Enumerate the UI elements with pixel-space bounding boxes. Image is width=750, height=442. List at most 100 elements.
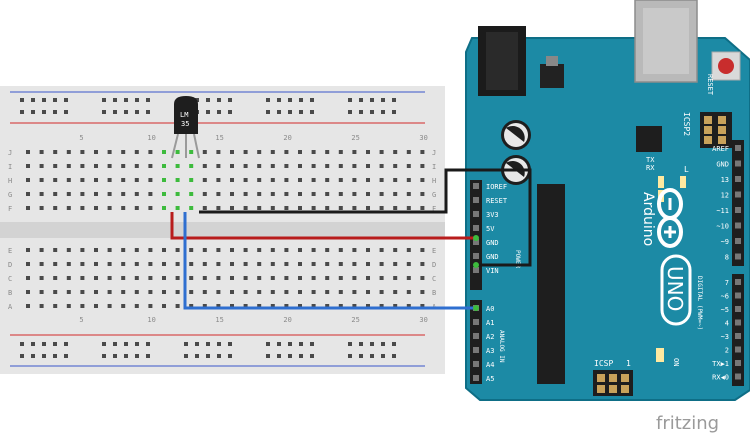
digital-pin-socket[interactable] bbox=[735, 222, 741, 229]
power-label: POWER bbox=[514, 250, 521, 268]
digital-pin-label: ~6 bbox=[721, 293, 729, 301]
terminal-hole bbox=[230, 164, 234, 168]
power-pin-socket[interactable] bbox=[473, 239, 479, 245]
rail-hole bbox=[370, 98, 374, 102]
terminal-hole bbox=[243, 150, 248, 154]
column-number: 10 bbox=[147, 316, 155, 324]
ground-wire[interactable] bbox=[199, 168, 532, 267]
digital-pin-socket[interactable] bbox=[735, 306, 741, 312]
power-pin-label: IOREF bbox=[486, 183, 507, 191]
digital-pin-socket[interactable] bbox=[735, 319, 741, 326]
analog-header bbox=[470, 300, 482, 384]
terminal-hole bbox=[325, 248, 330, 252]
analog-pin-label: A5 bbox=[486, 375, 494, 383]
digital-pin-socket[interactable] bbox=[735, 176, 741, 182]
digital-pin-socket[interactable] bbox=[735, 360, 741, 366]
rail-hole bbox=[184, 342, 188, 346]
terminal-hole bbox=[80, 164, 85, 168]
power-pin-socket[interactable] bbox=[473, 183, 479, 189]
terminal-hole bbox=[406, 192, 411, 196]
terminal-hole bbox=[148, 206, 153, 210]
terminal-hole bbox=[420, 248, 425, 252]
rail-hole bbox=[135, 342, 139, 346]
row-letter: I bbox=[8, 163, 12, 171]
row-letter: H bbox=[432, 177, 436, 185]
terminal-hole bbox=[148, 150, 153, 154]
rail-hole bbox=[20, 354, 24, 358]
terminal-hole bbox=[94, 248, 98, 252]
digital-pin-socket[interactable] bbox=[735, 238, 741, 244]
gnd-pin-connection bbox=[473, 262, 479, 268]
lm35-sensor[interactable]: LM 35 bbox=[171, 96, 200, 159]
rail-hole bbox=[53, 110, 57, 114]
digital-pin-socket[interactable] bbox=[735, 292, 741, 299]
terminal-hole bbox=[148, 164, 153, 168]
terminal-hole bbox=[284, 178, 289, 182]
terminal-hole bbox=[379, 164, 384, 168]
digital-pin-socket[interactable] bbox=[735, 279, 741, 285]
terminal-hole bbox=[298, 192, 302, 196]
analog-pin-socket[interactable] bbox=[473, 319, 479, 325]
capacitor-1-marking bbox=[506, 125, 525, 142]
active-hole bbox=[162, 164, 166, 168]
terminal-hole bbox=[202, 178, 207, 182]
digital-pin-socket[interactable] bbox=[735, 207, 741, 213]
rail-hole bbox=[53, 98, 57, 102]
terminal-hole bbox=[270, 304, 275, 308]
digital-pin-label: ~3 bbox=[721, 333, 729, 341]
terminal-hole bbox=[284, 150, 289, 154]
terminal-hole bbox=[162, 262, 166, 266]
terminal-hole bbox=[121, 262, 126, 266]
terminal-hole bbox=[270, 276, 275, 280]
terminal-hole bbox=[26, 178, 30, 182]
terminal-hole bbox=[107, 164, 112, 168]
terminal-hole bbox=[230, 304, 234, 308]
analog-pin-socket[interactable] bbox=[473, 361, 479, 367]
rail-hole bbox=[370, 342, 374, 346]
terminal-hole bbox=[39, 192, 44, 196]
power-wire[interactable] bbox=[170, 212, 476, 240]
terminal-hole bbox=[311, 206, 316, 210]
arduino-board: RESET ICSP2 TX RX L Arduino bbox=[465, 0, 750, 401]
rail-hole bbox=[146, 110, 150, 114]
power-pin-socket[interactable] bbox=[473, 253, 479, 259]
terminal-hole bbox=[94, 206, 98, 210]
row-letter: G bbox=[432, 191, 436, 199]
power-pin-socket[interactable] bbox=[473, 225, 479, 231]
terminal-hole bbox=[243, 304, 248, 308]
digital-pin-socket[interactable] bbox=[735, 333, 741, 339]
terminal-hole bbox=[420, 192, 425, 196]
digital-pin-socket[interactable] bbox=[735, 346, 741, 353]
signal-wire[interactable] bbox=[183, 212, 476, 310]
breadboard-holes bbox=[20, 98, 425, 358]
terminal-hole bbox=[366, 248, 370, 252]
power-pin-socket[interactable] bbox=[473, 197, 479, 203]
digital-pin-socket[interactable] bbox=[735, 191, 741, 198]
terminal-hole bbox=[338, 178, 343, 182]
terminal-hole bbox=[134, 248, 139, 252]
reset-button-cap[interactable] bbox=[718, 58, 734, 74]
analog-pin-socket[interactable] bbox=[473, 375, 479, 381]
terminal-hole bbox=[379, 178, 384, 182]
terminal-hole bbox=[298, 248, 302, 252]
terminal-hole bbox=[352, 276, 357, 280]
analog-pin-socket[interactable] bbox=[473, 333, 479, 339]
rail-hole bbox=[124, 354, 128, 358]
power-pin-socket[interactable] bbox=[473, 211, 479, 217]
terminal-hole bbox=[39, 262, 44, 266]
terminal-hole bbox=[134, 206, 139, 210]
rail-hole bbox=[381, 110, 385, 114]
analog-pin-socket[interactable] bbox=[473, 347, 479, 353]
icsp2-pins bbox=[704, 116, 726, 144]
terminal-hole bbox=[243, 276, 248, 280]
digital-pin-socket[interactable] bbox=[735, 160, 741, 167]
row-letter: A bbox=[8, 303, 13, 311]
terminal-hole bbox=[202, 192, 207, 196]
digital-pin-socket[interactable] bbox=[735, 373, 741, 380]
digital-pin-socket[interactable] bbox=[735, 253, 741, 260]
rail-hole bbox=[135, 110, 139, 114]
digital-pin-socket[interactable] bbox=[735, 145, 741, 151]
power-pin-socket[interactable] bbox=[473, 267, 479, 273]
rail-hole bbox=[228, 98, 232, 102]
rail-hole bbox=[124, 342, 128, 346]
